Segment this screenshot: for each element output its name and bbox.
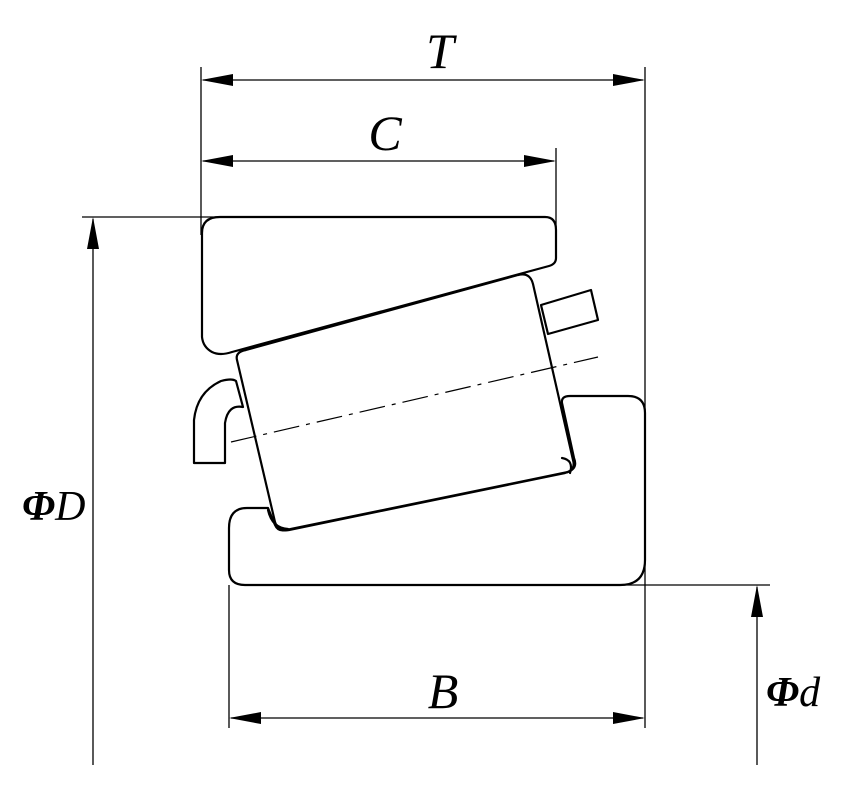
roller bbox=[235, 273, 575, 532]
extension-lines bbox=[82, 67, 770, 728]
dimension-b: B bbox=[229, 663, 645, 724]
arrow-t-left bbox=[201, 74, 233, 86]
dimension-outer-diameter: ΦD bbox=[22, 217, 99, 765]
arrow-c-right bbox=[524, 155, 556, 167]
bore-diameter-letter: d bbox=[799, 670, 821, 716]
dimension-t: T bbox=[201, 23, 645, 86]
phi-symbol-outer: Φ bbox=[22, 484, 55, 530]
outer-ring-cup bbox=[200, 215, 558, 356]
label-bore-diameter: Φd bbox=[766, 670, 821, 716]
label-b: B bbox=[428, 663, 459, 719]
roller-corner-bottom-right bbox=[560, 456, 573, 475]
inner-ring-cone bbox=[227, 394, 647, 587]
arrow-b-left bbox=[229, 712, 261, 724]
arrow-c-left bbox=[201, 155, 233, 167]
arrow-bore-diameter bbox=[751, 585, 763, 617]
label-outer-diameter: ΦD bbox=[22, 484, 85, 530]
dimension-c: C bbox=[201, 105, 556, 167]
label-c: C bbox=[368, 105, 402, 161]
arrow-b-right bbox=[613, 712, 645, 724]
phi-symbol-bore: Φ bbox=[766, 670, 799, 716]
cage-right bbox=[539, 288, 600, 336]
cage-left bbox=[192, 378, 245, 465]
arrow-t-right bbox=[613, 74, 645, 86]
roller-corner-bottom-left bbox=[266, 508, 290, 531]
outer-diameter-letter: D bbox=[54, 484, 85, 530]
roller-axis-centerline bbox=[230, 356, 599, 443]
dimension-bore-diameter: Φd bbox=[751, 585, 821, 765]
arrow-outer-diameter bbox=[87, 217, 99, 249]
label-t: T bbox=[426, 23, 457, 79]
